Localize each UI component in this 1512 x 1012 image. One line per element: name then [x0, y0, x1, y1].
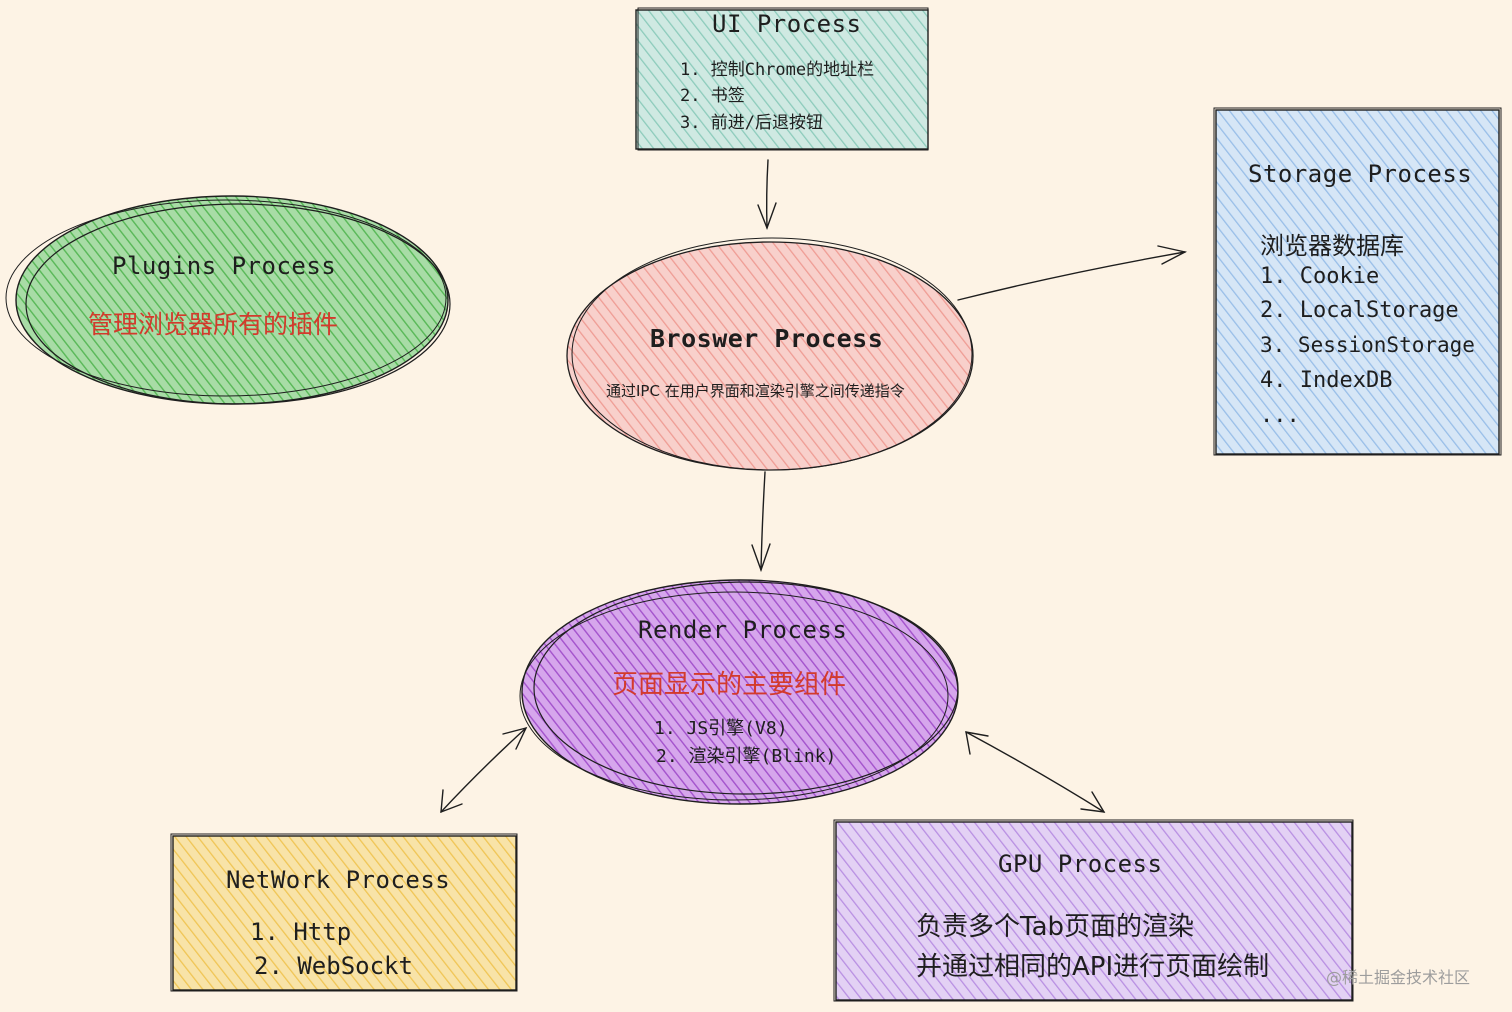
storage-item-more: ...: [1260, 403, 1300, 428]
network-process-title: NetWork Process: [226, 866, 451, 894]
render-process-ellipse: [519, 579, 959, 805]
plugins-process-ellipse: [5, 195, 451, 405]
storage-item-3: 3. SessionStorage: [1260, 333, 1475, 357]
network-item-2: 2. WebSockt: [254, 952, 413, 980]
gpu-process-box: [833, 819, 1354, 1002]
ui-process-box: [635, 7, 929, 151]
network-item-1: 1. Http: [250, 918, 352, 946]
ui-item-1: 1. 控制Chrome的地址栏: [680, 60, 875, 80]
browser-process-title: Broswer Process: [650, 324, 884, 353]
render-process-desc: 页面显示的主要组件: [612, 670, 847, 700]
gpu-process-title: GPU Process: [998, 850, 1163, 878]
storage-subtitle: 浏览器数据库: [1260, 232, 1404, 260]
browser-process-desc: 通过IPC 在用户界面和渲染引擎之间传递指令: [606, 382, 905, 400]
storage-item-4: 4. IndexDB: [1260, 368, 1393, 393]
watermark: @稀土掘金技术社区: [1326, 968, 1471, 987]
arrow-render-gpu: [965, 731, 1106, 813]
network-process-box: [170, 833, 518, 992]
arrow-browser-to-storage: [957, 245, 1188, 301]
ui-item-2: 2. 书签: [680, 86, 745, 106]
browser-process-ellipse: [566, 237, 974, 471]
arrow-render-network: [440, 726, 528, 814]
render-item-2: 2. 渲染引擎(Blink): [656, 746, 837, 767]
arrow-ui-to-browser: [757, 159, 777, 230]
render-item-1: 1. JS引擎(V8): [654, 718, 788, 739]
plugins-process-title: Plugins Process: [112, 252, 337, 280]
plugins-process-desc: 管理浏览器所有的插件: [88, 310, 339, 339]
arrow-browser-to-render: [751, 471, 771, 573]
gpu-desc-line-2: 并通过相同的API进行页面绘制: [916, 952, 1270, 982]
storage-item-2: 2. LocalStorage: [1260, 298, 1459, 323]
gpu-desc-line-1: 负责多个Tab页面的渲染: [916, 912, 1195, 942]
storage-process-title: Storage Process: [1248, 160, 1473, 188]
render-process-title: Render Process: [638, 616, 848, 644]
ui-item-3: 3. 前进/后退按钮: [680, 113, 823, 133]
storage-process-box: [1213, 107, 1502, 456]
ui-process-title: UI Process: [712, 10, 862, 38]
storage-item-1: 1. Cookie: [1260, 264, 1380, 289]
